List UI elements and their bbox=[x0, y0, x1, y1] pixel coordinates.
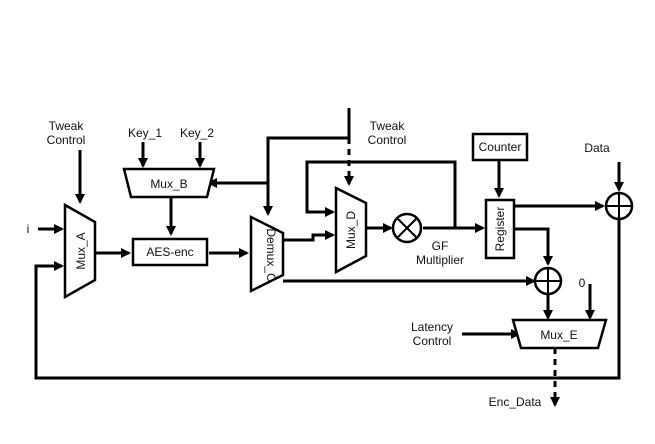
wire-register-to-xor-bottom bbox=[514, 227, 553, 266]
gf-label-1: GF bbox=[432, 239, 449, 253]
aes-enc-label: AES-enc bbox=[146, 245, 193, 259]
counter-block: Counter bbox=[471, 132, 529, 162]
latency-control-label-1: Latency bbox=[411, 320, 453, 334]
tweak-control-right-label-2: Control bbox=[368, 133, 407, 147]
wire-feedback-to-mux-a bbox=[34, 220, 621, 380]
key-2-label: Key_2 bbox=[180, 126, 214, 140]
xor-top-block bbox=[604, 191, 634, 221]
input-i-label: i bbox=[27, 222, 30, 236]
mux-b-block: Mux_B bbox=[122, 167, 216, 199]
wire-demux-c-to-mux-d bbox=[283, 230, 335, 242]
tweak-control-right-label-1: Tweak bbox=[370, 119, 406, 133]
mux-d-label: Mux_D bbox=[344, 211, 358, 249]
tweak-control-left-label-1: Tweak bbox=[49, 119, 85, 133]
gf-multiplier-block bbox=[391, 212, 423, 244]
register-label: Register bbox=[493, 207, 507, 252]
mux-a-block: Mux_A bbox=[63, 202, 97, 300]
latency-control-label-2: Control bbox=[413, 334, 452, 348]
register-block: Register bbox=[484, 198, 516, 260]
enc-data-label: Enc_Data bbox=[489, 395, 542, 409]
aes-enc-block: AES-enc bbox=[131, 237, 209, 267]
zero-label: 0 bbox=[579, 276, 586, 290]
wire-gf-feedback-to-mux-d bbox=[305, 160, 457, 228]
gf-label-2: Multiplier bbox=[416, 253, 464, 267]
counter-label: Counter bbox=[479, 140, 522, 154]
mux-e-block: Mux_E bbox=[511, 318, 608, 350]
mux-b-label: Mux_B bbox=[150, 177, 187, 191]
demux-c-label: Demux_C bbox=[264, 228, 278, 282]
xor-bottom-block bbox=[533, 266, 563, 296]
data-label: Data bbox=[584, 141, 610, 155]
tweak-control-left-label-2: Control bbox=[47, 133, 86, 147]
mux-e-label: Mux_E bbox=[540, 328, 577, 342]
mux-d-block: Mux_D bbox=[334, 185, 368, 275]
demux-c-block: Demux_C bbox=[249, 214, 285, 294]
mux-a-label: Mux_A bbox=[74, 232, 88, 269]
wire-tweak-to-demux-c bbox=[263, 136, 349, 216]
key-1-label: Key_1 bbox=[128, 126, 162, 140]
